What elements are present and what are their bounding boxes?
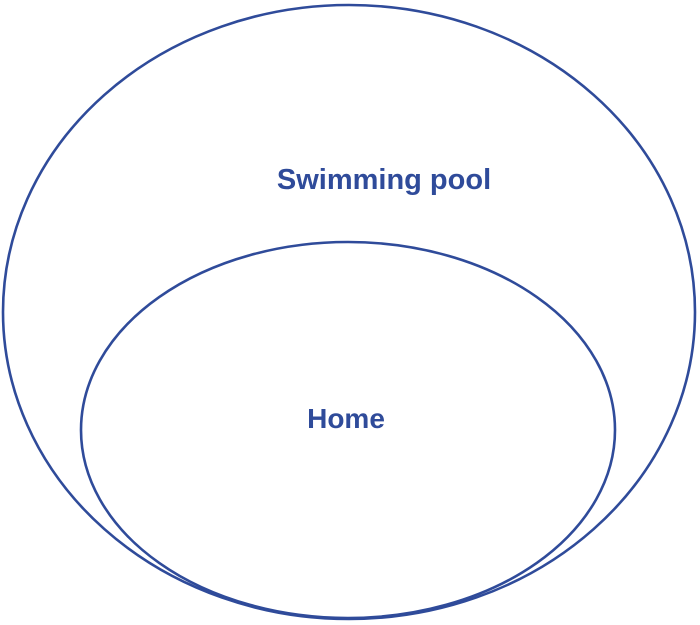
outer-set-label: Swimming pool [277, 164, 491, 196]
outer-set-swimming-pool [1, 3, 697, 621]
inner-set-label: Home [307, 403, 385, 434]
inner-set-home [79, 240, 617, 620]
